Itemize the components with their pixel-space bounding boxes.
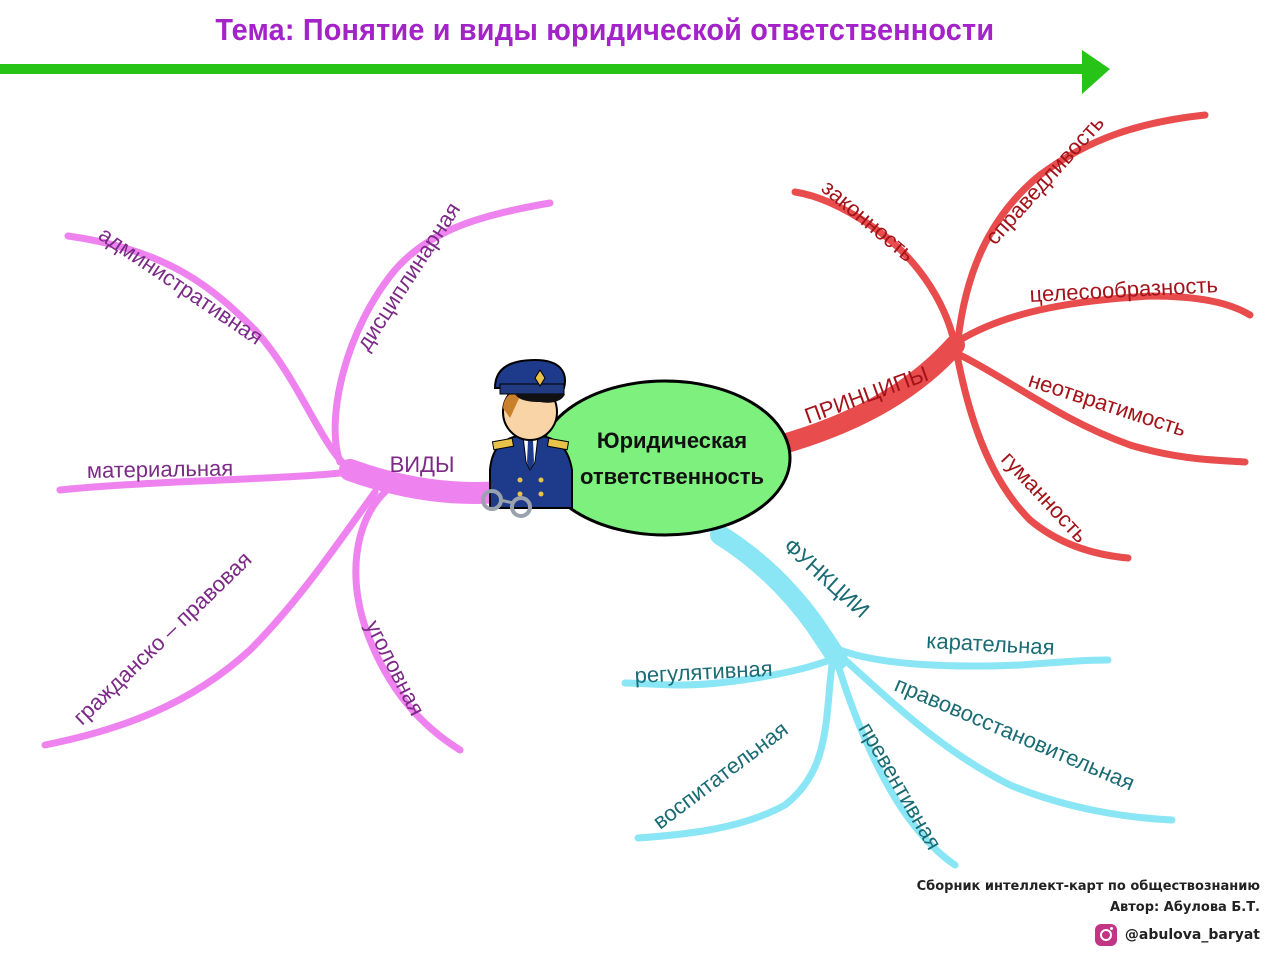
vidy-link-grazhdansko [41, 488, 379, 749]
page-title: Тема: Понятие и виды юридической ответст… [0, 12, 1280, 48]
center-line1: Юридическая [597, 428, 747, 453]
police-officer-icon [481, 358, 573, 518]
title-arrow [0, 50, 1110, 94]
instagram-icon [1094, 924, 1117, 946]
item-ugolovnaya: уголовная [361, 616, 430, 720]
item-grazhdansko: гражданско – правовая [68, 547, 256, 730]
principy-link-celesoobraznost [956, 292, 1254, 344]
item-karatelnaya: карательная [926, 628, 1055, 660]
funkcii-trunk [710, 525, 848, 670]
arrow-shaft [0, 64, 1090, 74]
arrow-head [1082, 50, 1110, 94]
credits-author: Автор: Абулова Б.Т. [1109, 900, 1260, 915]
item-materialnaya: материальная [87, 455, 234, 483]
branch-principy [770, 111, 1254, 562]
funkcii-link-karatelnaya [836, 646, 1112, 670]
funkcii-link-pravovosstanovitelnaya [841, 656, 1176, 824]
item-spravedlivost: справедливость [980, 110, 1109, 249]
instagram-text: @abulova_baryat [1124, 927, 1260, 943]
principy-link-zakonnost [791, 188, 959, 349]
branch-vidy [41, 199, 554, 754]
funkcii-link-preventivnaya [834, 661, 959, 869]
funkcii-link-vospitatelnaya [634, 661, 836, 842]
instagram-handle[interactable]: @abulova_baryat [1094, 924, 1260, 946]
vidy-link-disciplinarnaya [331, 199, 554, 466]
title-text: Тема: Понятие и виды юридической ответст… [215, 12, 995, 47]
credits: Сборник интеллект-карт по обществознанию… [917, 876, 1260, 918]
item-celesoobraznost: целесообразность [1029, 272, 1219, 307]
item-vospitatelnaya: воспитательная [648, 716, 793, 834]
principy-link-spravedlivost [954, 111, 1209, 344]
item-zakonnost: законность [817, 175, 920, 267]
funkcii-link-regulyativnaya [621, 656, 834, 689]
vidy-link-ugolovnaya [352, 488, 464, 754]
branch-funkcii [621, 525, 1176, 869]
vidy-link-administrativnaya [64, 232, 354, 474]
principy-trunk [770, 335, 965, 455]
center-line2: ответственность [580, 464, 764, 489]
credits-collection: Сборник интеллект-карт по обществознанию [916, 879, 1260, 894]
principy-link-gumannost [954, 356, 1132, 562]
item-regulyativnaya: регулятивная [634, 656, 773, 688]
center-node [538, 379, 792, 537]
item-administrativnaya: административная [94, 221, 267, 349]
vidy-trunk [339, 459, 511, 505]
vidy-label: ВИДЫ [390, 452, 455, 477]
principy-link-neotvratimost [956, 351, 1249, 466]
vidy-link-materialnaya [56, 468, 354, 494]
item-disciplinarnaya: дисциплинарная [351, 198, 465, 355]
